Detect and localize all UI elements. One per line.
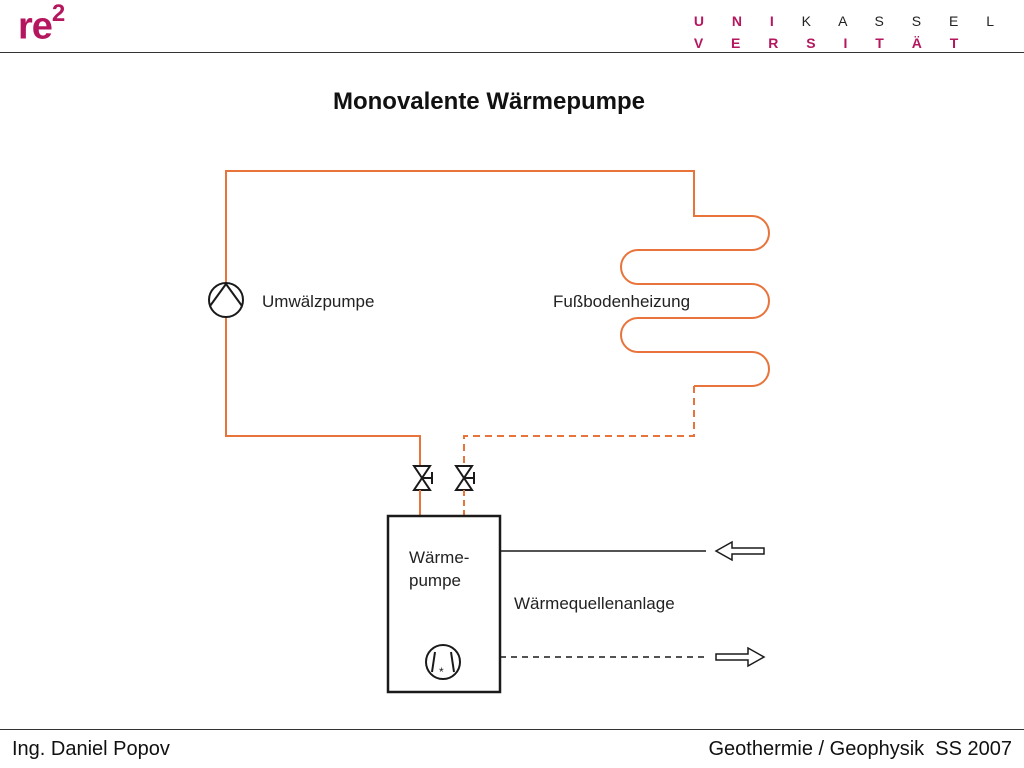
uni-logo-kassel: K A S S E L — [801, 13, 1006, 29]
slide-title: Monovalente Wärmepumpe — [332, 88, 646, 115]
footer-author: Ing. Daniel Popov — [12, 738, 170, 760]
uni-logo-row2: V E R S I T Ä T — [693, 35, 971, 51]
compressor-icon — [425, 644, 461, 680]
logo-superscript: 2 — [51, 0, 65, 27]
compressor-mark: * — [439, 665, 444, 679]
heat-pump-label-line2: pumpe — [409, 571, 461, 590]
university-logo: U N I K A S S E L V E R S I T Ä T — [694, 10, 1006, 54]
uni-logo-accent: U N I — [693, 13, 786, 29]
logo-text: re — [18, 5, 53, 48]
outflow-arrow-icon — [715, 646, 766, 668]
heat-source-label: Wärmequellenanlage — [514, 594, 675, 613]
uni-logo-row1: U N I K A S S E L — [694, 10, 1006, 32]
footer-course: Geothermie / Geophysik SS 2007 — [708, 738, 1013, 760]
circulation-pump-icon — [208, 282, 244, 318]
floor-heating-label: Fußbodenheizung — [553, 292, 690, 311]
footer-divider — [0, 729, 1024, 730]
inflow-arrow-icon — [714, 540, 765, 562]
heat-pump-box — [386, 514, 502, 694]
valve-supply-icon — [412, 465, 433, 491]
return-pipe — [463, 386, 695, 470]
heat-pump-label-line1: Wärme- — [409, 548, 469, 567]
supply-pipe — [225, 170, 770, 470]
valve-return-icon — [454, 465, 475, 491]
re2-logo: re2 — [18, 2, 65, 48]
pump-label: Umwälzpumpe — [262, 292, 374, 311]
header-divider — [0, 52, 1024, 53]
